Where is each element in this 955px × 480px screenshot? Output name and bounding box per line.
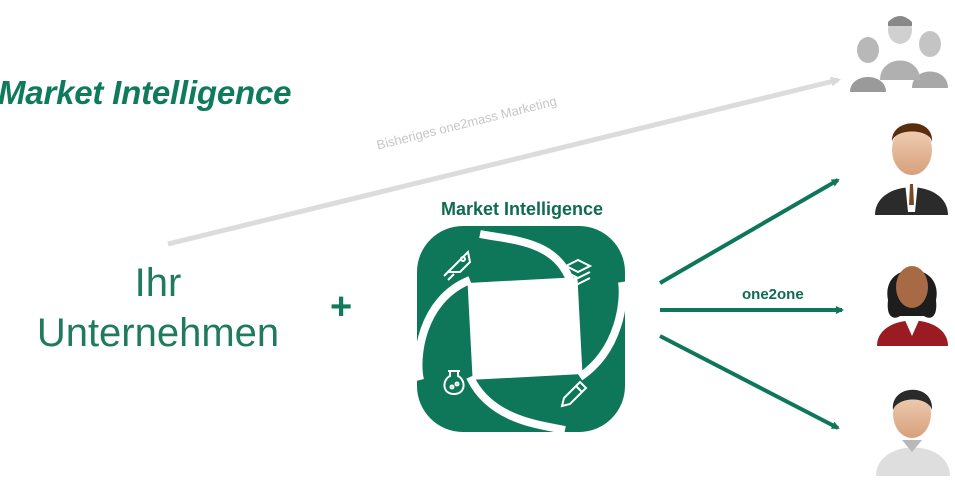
page-title: Market Intelligence: [0, 74, 292, 111]
crowd-icon: [850, 16, 948, 92]
plus-sign: +: [330, 286, 353, 328]
pencil-icon: [560, 380, 588, 408]
arrow-to-casual-man: [659, 334, 840, 430]
logo-label: Market Intelligence: [440, 199, 604, 219]
company-line-1: Ihr: [134, 261, 182, 305]
businesswoman-icon: [877, 266, 948, 346]
layers-icon: [563, 258, 593, 286]
rocket-icon: [443, 249, 472, 281]
businessman-icon: [875, 123, 948, 215]
one2mass-arrow: [167, 76, 841, 247]
casual-man-icon: [876, 389, 950, 476]
flask-icon: [443, 370, 465, 396]
market-intelligence-logo: [414, 226, 627, 434]
company-line-2: Unternehmen: [36, 311, 280, 355]
arrow-to-businessman: [658, 178, 840, 285]
one2one-label: one2one: [742, 286, 804, 303]
company-text: Ihr Unternehmen: [8, 258, 308, 358]
